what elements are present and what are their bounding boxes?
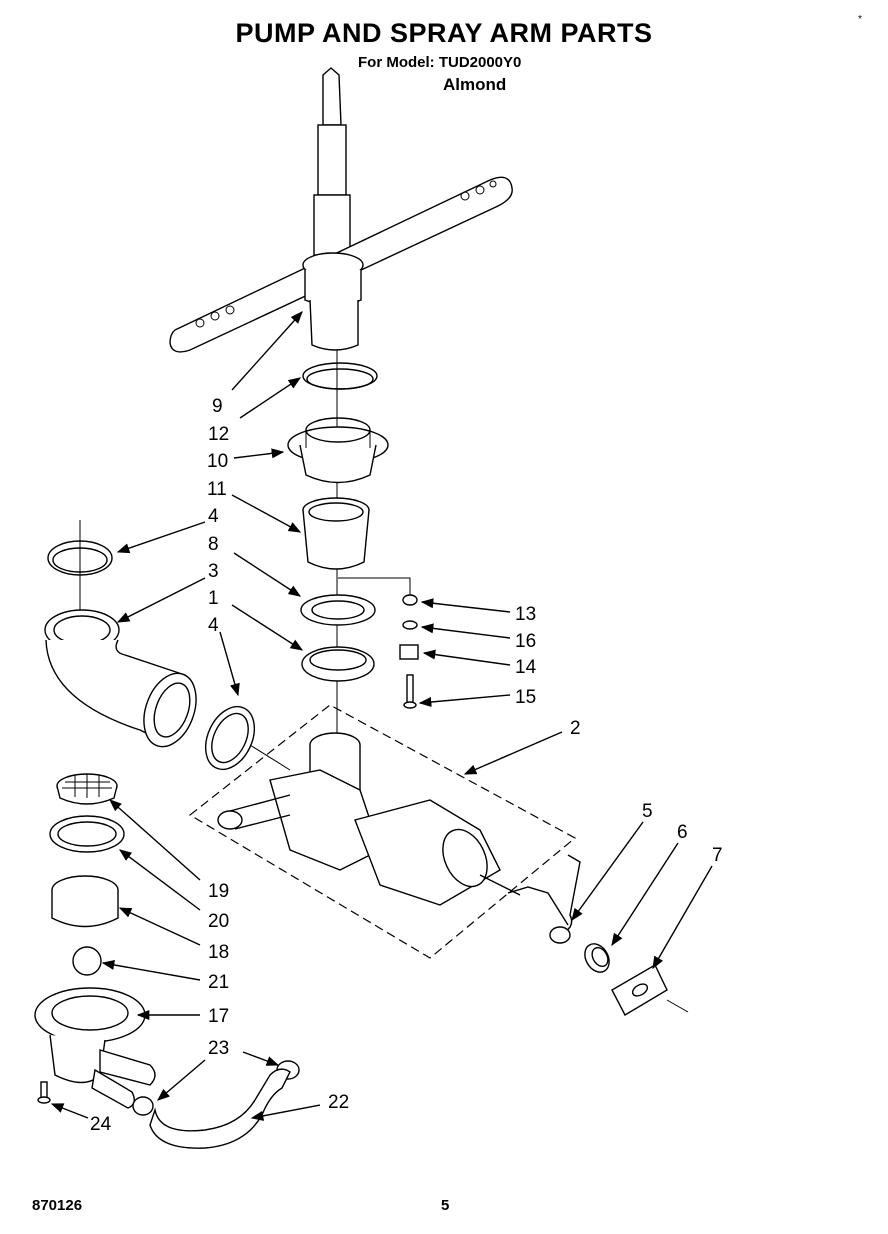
pump-motor-assembly [188, 704, 577, 959]
callout-23: 23 [208, 1038, 229, 1059]
elbow-hose [44, 609, 197, 748]
mounting-plate [611, 964, 689, 1016]
spray-arm-assembly [169, 67, 513, 353]
callout-9: 9 [212, 396, 223, 417]
page-title: PUMP AND SPRAY ARM PARTS [235, 18, 653, 48]
callout-3: 3 [208, 561, 219, 582]
screw [37, 1081, 51, 1104]
callout-10: 10 [207, 451, 228, 472]
callout-21: 21 [208, 972, 229, 993]
drain-hose [149, 1068, 291, 1149]
callout-5: 5 [642, 801, 653, 822]
callout-2: 2 [570, 718, 581, 739]
check-ball [72, 946, 102, 976]
valve-housing [51, 875, 119, 928]
callout-labels: 9 12 10 11 4 8 3 1 4 13 16 14 15 2 5 6 7… [90, 396, 723, 1135]
callout-13: 13 [515, 604, 536, 625]
spring-clip [507, 854, 581, 944]
callout-4-upper: 4 [208, 506, 219, 527]
fastener-hardware [338, 577, 419, 709]
grommet [584, 943, 610, 973]
hose-clamp-lower [204, 705, 291, 771]
callout-8: 8 [208, 534, 219, 555]
footer-page-number: 5 [441, 1197, 450, 1214]
color-label: Almond [443, 75, 507, 94]
callout-16: 16 [515, 631, 536, 652]
callout-12: 12 [208, 424, 229, 445]
callout-4-lower: 4 [208, 615, 219, 636]
corner-mark: * [858, 14, 862, 25]
retainer-ring [302, 362, 378, 390]
seal-rings [300, 594, 376, 682]
hose-clamp-upper [47, 520, 113, 610]
callout-14: 14 [515, 657, 537, 678]
callout-17: 17 [208, 1006, 229, 1027]
filter-screen [56, 773, 118, 805]
callout-18: 18 [208, 942, 229, 963]
model-line: For Model: TUD2000Y0 [358, 54, 522, 71]
callout-22: 22 [328, 1092, 349, 1113]
callout-20: 20 [208, 911, 229, 932]
callout-leader-lines [50, 311, 713, 1121]
cup-part [302, 497, 370, 570]
hub-part [287, 417, 389, 484]
callout-15: 15 [515, 687, 536, 708]
gasket-ring [49, 815, 125, 853]
callout-11: 11 [207, 479, 227, 500]
callout-19: 19 [208, 881, 229, 902]
callout-7: 7 [712, 845, 723, 866]
footer-doc-code: 870126 [32, 1197, 83, 1214]
sump-housing [34, 987, 156, 1109]
callout-24: 24 [90, 1114, 112, 1135]
callout-6: 6 [677, 822, 688, 843]
callout-1: 1 [208, 588, 219, 609]
